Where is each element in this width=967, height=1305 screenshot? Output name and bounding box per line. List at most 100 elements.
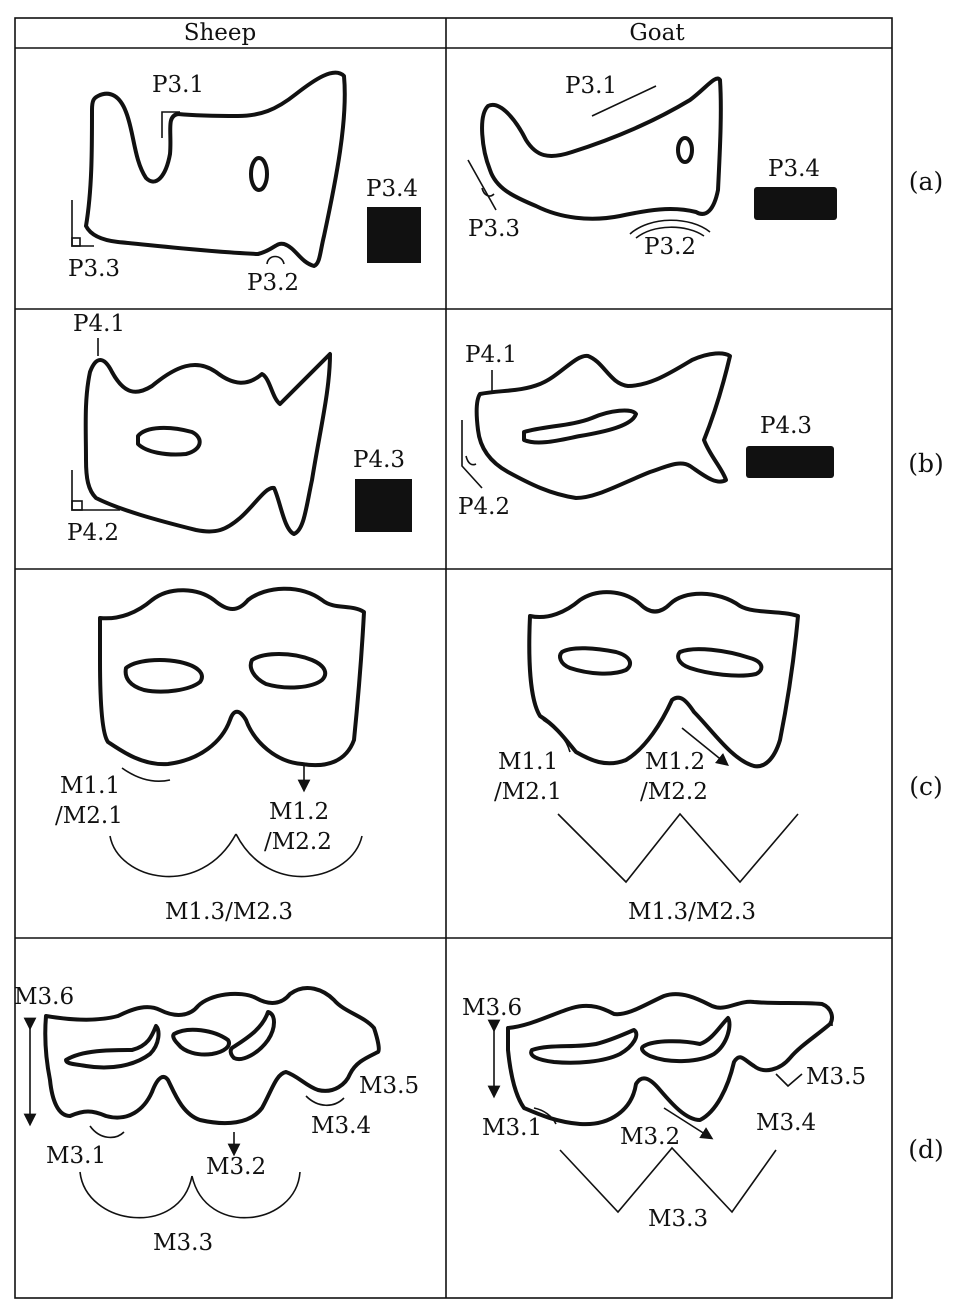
- infundibulum: [248, 652, 328, 690]
- label-m3-2: M3.2: [620, 1124, 680, 1150]
- label-m3-6: M3.6: [14, 984, 74, 1010]
- label-m3-5: M3.5: [806, 1064, 866, 1090]
- tooth-outline: [480, 76, 723, 221]
- arc-mark: [629, 219, 711, 235]
- infundibulum: [558, 646, 633, 676]
- arc-mark: [481, 187, 495, 197]
- label-m3-5: M3.5: [359, 1073, 419, 1099]
- arc-mark: [79, 1171, 193, 1219]
- label-m1-1: M1.1: [498, 749, 558, 775]
- infundibulum: [676, 647, 764, 678]
- row-label-c: (c): [909, 772, 943, 801]
- leader-line: [591, 85, 657, 117]
- label-m3-4: M3.4: [756, 1110, 816, 1136]
- infundibulum: [123, 658, 204, 694]
- label-m2-1: /M2.1: [55, 803, 123, 829]
- row-label-a: (a): [909, 167, 943, 196]
- infundibulum: [529, 1028, 639, 1065]
- tooth-outline: [83, 352, 332, 536]
- arc-mark: [89, 1125, 125, 1139]
- label-m1-2: M1.2: [645, 749, 705, 775]
- label-p4-2: P4.2: [67, 520, 119, 546]
- label-m2-2: /M2.2: [264, 829, 332, 855]
- tooth-outline: [84, 70, 347, 268]
- panel-d-goat: M3.6 M3.5 M3.4 M3.1 M3.2 M3.3: [462, 992, 866, 1232]
- leader-line: [467, 159, 497, 211]
- label-m2-2: /M2.2: [640, 779, 708, 805]
- right-angle-mark: [71, 237, 81, 247]
- tooth-outline: [474, 351, 732, 500]
- label-m3-3: M3.3: [648, 1206, 708, 1232]
- infundibulum: [171, 1027, 231, 1057]
- dentine-block: [746, 446, 834, 478]
- arc-mark: [465, 455, 477, 466]
- tooth-outline: [98, 586, 366, 768]
- panel-c-goat: M1.1 /M2.1 M1.2 /M2.2 M1.3/M2.3: [494, 590, 800, 925]
- row-label-b: (b): [908, 449, 944, 478]
- dentine-block: [367, 207, 421, 263]
- label-m2-1: /M2.1: [494, 779, 562, 805]
- label-m1-2: M1.2: [269, 799, 329, 825]
- label-m1-3-m2-3: M1.3/M2.3: [628, 899, 756, 925]
- label-p4-3: P4.3: [760, 413, 812, 439]
- label-m3-1: M3.1: [46, 1143, 106, 1169]
- label-m3-3: M3.3: [153, 1230, 213, 1256]
- panel-b-sheep: P4.1 P4.3 P4.2: [67, 311, 412, 546]
- infundibulum: [64, 1024, 161, 1070]
- arc-mark: [305, 1095, 345, 1107]
- label-m3-4: M3.4: [311, 1113, 371, 1139]
- column-header-sheep: Sheep: [184, 20, 257, 46]
- arc-mark: [191, 1171, 301, 1219]
- label-p3-1: P3.1: [565, 73, 617, 99]
- label-p4-1: P4.1: [73, 311, 125, 337]
- label-p4-3: P4.3: [353, 447, 405, 473]
- label-m1-3-m2-3: M1.3/M2.3: [165, 899, 293, 925]
- label-m1-1: M1.1: [60, 773, 120, 799]
- label-p3-2: P3.2: [247, 270, 299, 296]
- label-p3-3: P3.3: [468, 216, 520, 242]
- leader-line: [461, 420, 483, 489]
- label-p3-2: P3.2: [644, 234, 696, 260]
- label-m3-2: M3.2: [206, 1154, 266, 1180]
- infundibulum: [522, 408, 638, 445]
- arc-mark: [235, 833, 363, 878]
- label-m3-1: M3.1: [482, 1115, 542, 1141]
- wear-arrow: [681, 727, 729, 767]
- tooth-outline: [506, 992, 834, 1127]
- leader-line: [71, 200, 94, 247]
- arc-mark: [542, 719, 571, 753]
- arc-mark: [533, 1107, 557, 1125]
- panel-a-goat: P3.1 P3.4 P3.3 P3.2: [467, 73, 837, 260]
- infundibulum: [676, 136, 694, 164]
- tooth-outline: [527, 590, 800, 769]
- wear-arrow: [663, 1107, 714, 1140]
- label-p3-3: P3.3: [68, 256, 120, 282]
- zigzag-mark: [557, 812, 799, 884]
- panel-b-goat: P4.1 P4.3 P4.2: [458, 342, 834, 520]
- infundibulum: [136, 425, 202, 457]
- right-angle-mark: [71, 500, 83, 511]
- row-label-d: (d): [908, 1135, 944, 1164]
- vertex-mark: [775, 1073, 803, 1088]
- leader-line: [161, 111, 180, 138]
- label-p3-1: P3.1: [152, 72, 204, 98]
- infundibulum: [228, 1010, 276, 1061]
- arc-mark: [109, 833, 237, 878]
- label-p4-2: P4.2: [458, 494, 510, 520]
- panel-d-sheep: M3.6 M3.5 M3.4 M3.1 M3.2 M3.3: [14, 984, 419, 1256]
- tooth-outline: [43, 985, 381, 1126]
- zigzag-mark: [559, 1146, 777, 1214]
- arc-mark: [266, 255, 285, 265]
- label-p3-4: P3.4: [768, 156, 820, 182]
- label-p4-1: P4.1: [465, 342, 517, 368]
- dentine-block: [754, 187, 837, 220]
- infundibulum: [640, 1016, 732, 1064]
- table-grid: [14, 17, 893, 1299]
- column-header-goat: Goat: [629, 20, 685, 46]
- infundibulum: [249, 156, 269, 192]
- arc-mark: [121, 767, 171, 783]
- panel-c-sheep: M1.1 /M2.1 M1.2 /M2.2 M1.3/M2.3: [55, 586, 366, 925]
- arc-mark: [635, 226, 705, 239]
- dentine-block: [355, 479, 412, 532]
